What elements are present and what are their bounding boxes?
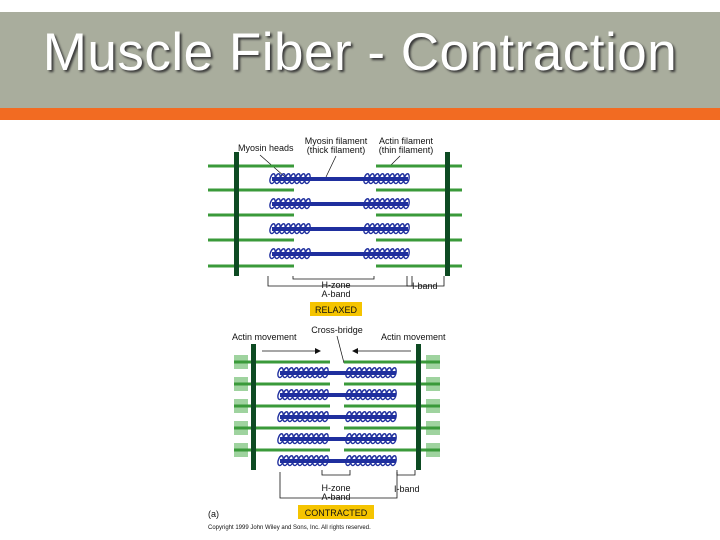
label-h-zone-relaxed: H-zone xyxy=(321,280,350,290)
slide-title: Muscle Fiber - Contraction xyxy=(42,23,678,82)
label-i-band-relaxed: I-band xyxy=(412,281,438,291)
myosin-heads-left xyxy=(277,433,329,445)
contracted-actin-filaments xyxy=(234,360,440,452)
h-zone-bracket xyxy=(292,276,375,280)
z-line-right xyxy=(445,152,450,276)
contracted-badge-text: CONTRACTED xyxy=(305,508,368,518)
h-zone-bracket-contracted xyxy=(321,470,351,476)
label-myosin-filament: Myosin filament xyxy=(305,136,368,146)
relaxed-badge xyxy=(310,302,362,316)
label-actin-filament: Actin filament xyxy=(379,136,434,146)
myosin-heads-left xyxy=(277,411,329,423)
myosin-heads-right xyxy=(345,367,397,379)
myosin-heads-left xyxy=(269,223,311,235)
sarcomere-diagram: Myosin heads Myosin filament (thick fila… xyxy=(208,136,462,531)
relaxed-badge-text: RELAXED xyxy=(315,305,358,315)
label-h-zone-contracted: H-zone xyxy=(321,483,350,493)
i-band-bracket xyxy=(406,276,445,287)
label-myosin-heads: Myosin heads xyxy=(238,143,294,153)
relaxed-myosin-filaments xyxy=(269,173,410,260)
accent-bar xyxy=(0,108,720,120)
contracted-badge xyxy=(298,505,374,519)
label-cross-bridge: Cross-bridge xyxy=(311,325,363,335)
label-a-band-relaxed: A-band xyxy=(321,289,350,299)
myosin-heads-right xyxy=(363,173,410,185)
myosin-heads-left xyxy=(277,389,329,401)
myosin-heads-right xyxy=(363,248,410,260)
myosin-heads-right xyxy=(345,433,397,445)
arrowhead-left-icon xyxy=(352,348,358,354)
pointer-actin-filament xyxy=(389,155,401,167)
copyright-notice: Copyright 1999 John Wiley and Sons, Inc.… xyxy=(208,525,371,531)
relaxed-z-lines xyxy=(234,152,450,276)
panel-label: (a) xyxy=(208,509,219,519)
contracted-myosin-filaments xyxy=(277,367,397,467)
label-i-band-contracted: I-band xyxy=(394,484,420,494)
z-line-right xyxy=(416,344,421,470)
myosin-heads-left xyxy=(269,173,311,185)
label-thin-filament: (thin filament) xyxy=(379,145,434,155)
a-band-bracket xyxy=(267,276,413,287)
arrowhead-right-icon xyxy=(315,348,321,354)
title-bar xyxy=(0,12,720,108)
i-band-bracket-contracted xyxy=(396,470,416,476)
z-line-left xyxy=(251,344,256,470)
myosin-heads-right xyxy=(345,389,397,401)
contracted-panel: Actin movement Cross-bridge Actin moveme… xyxy=(232,325,446,519)
pointer-cross-bridge xyxy=(336,335,345,364)
a-band-bracket-contracted xyxy=(279,472,398,499)
myosin-heads-right xyxy=(345,411,397,423)
label-actin-movement-right: Actin movement xyxy=(381,332,446,342)
label-thick-filament: (thick filament) xyxy=(307,145,366,155)
myosin-heads-left xyxy=(277,455,329,467)
myosin-heads-right xyxy=(363,198,410,210)
myosin-heads-left xyxy=(269,198,311,210)
z-line-left xyxy=(234,152,239,276)
label-actin-movement-left: Actin movement xyxy=(232,332,297,342)
myosin-heads-left xyxy=(277,367,329,379)
sarcomere-figure: Myosin heads Myosin filament (thick fila… xyxy=(200,130,470,535)
contracted-z-lines xyxy=(251,344,421,470)
relaxed-panel: Myosin heads Myosin filament (thick fila… xyxy=(208,136,462,316)
myosin-heads-left xyxy=(269,248,311,260)
label-a-band-contracted: A-band xyxy=(321,492,350,502)
pointer-myosin-filament xyxy=(325,155,337,178)
myosin-heads-right xyxy=(363,223,410,235)
myosin-heads-right xyxy=(345,455,397,467)
